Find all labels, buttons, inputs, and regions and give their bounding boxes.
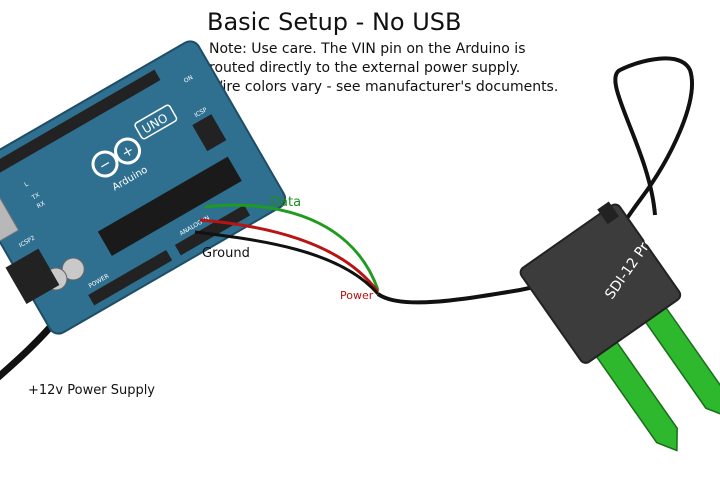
power-jack: [5, 248, 60, 305]
diagram-title: Basic Setup - No USB: [207, 8, 462, 36]
rx-led-label: RX: [36, 200, 47, 210]
note-line-2: routed directly to the external power su…: [209, 60, 521, 76]
digital-header: [0, 69, 161, 176]
ground-wire-label: Ground: [202, 246, 250, 261]
warning-note: Note: Use care. The VIN pin on the Ardui…: [209, 40, 558, 97]
power-wire-label: Power: [340, 289, 374, 302]
arduino-board: − + Arduino UNO ICSP POWER ANALOG IN ON …: [0, 40, 287, 335]
probe-body: [519, 203, 682, 364]
ground-wire: [194, 230, 380, 295]
power-supply-label: +12v Power Supply: [28, 383, 155, 398]
data-wire: [204, 203, 380, 291]
icsp-header: [192, 114, 227, 152]
on-led-label: ON: [183, 74, 194, 85]
microcontroller-chip: [97, 156, 242, 256]
sdi12-probe: SDI-12 Probe: [519, 201, 720, 452]
note-line-1: Note: Use care. The VIN pin on the Ardui…: [209, 41, 526, 57]
tx-led-label: TX: [30, 191, 41, 201]
power-wire: [199, 218, 380, 293]
probe-cable: [376, 56, 694, 305]
note-line-3: Wire colors vary - see manufacturer's do…: [209, 79, 559, 95]
power-header: [88, 249, 173, 306]
analog-header: [174, 204, 251, 256]
usb-port: [0, 191, 20, 246]
data-wire-label: Data: [270, 195, 302, 210]
l-led-label: L: [23, 180, 30, 188]
